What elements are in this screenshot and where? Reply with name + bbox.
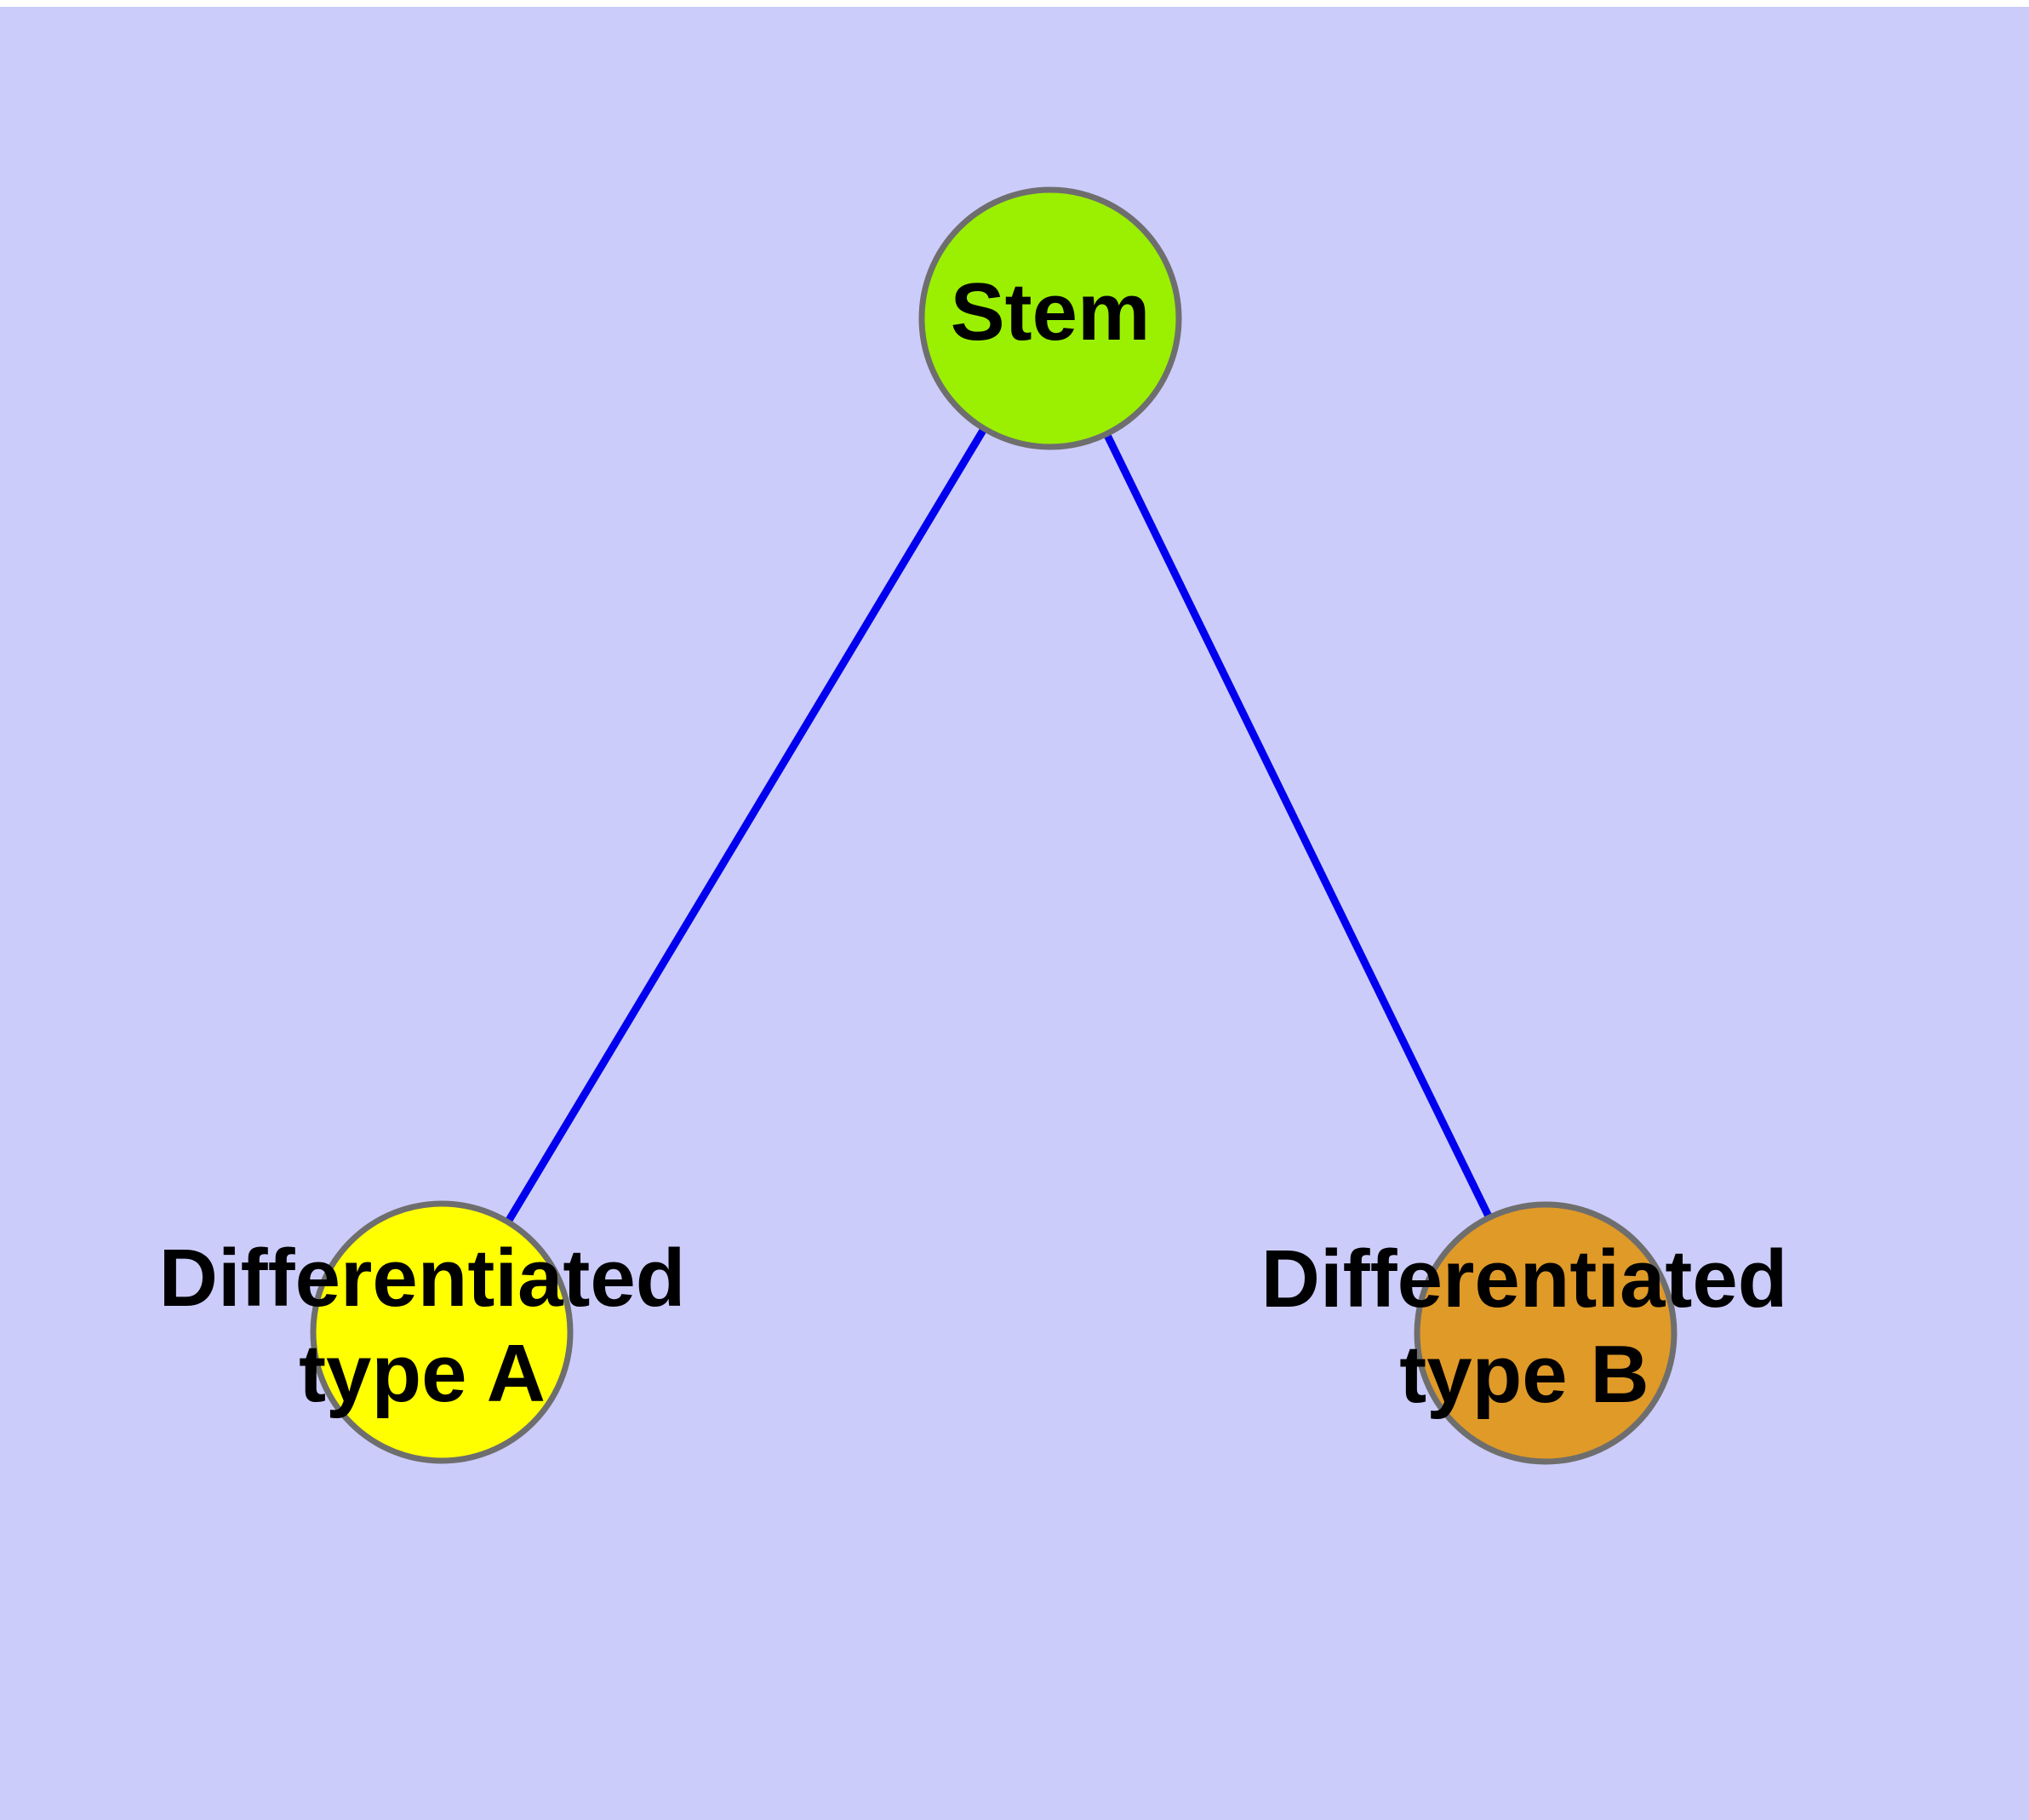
edge-stem-to-diff-a[interactable] — [438, 316, 1054, 1335]
node-label-line: type B — [1399, 1329, 1649, 1420]
node-diff-b[interactable] — [1414, 1201, 1677, 1465]
node-label-line: type A — [299, 1328, 546, 1419]
node-label-line: Stem — [951, 266, 1151, 358]
edges-layer — [438, 316, 1550, 1335]
node-label-stem: Stem — [951, 266, 1151, 358]
edge-stem-to-diff-b[interactable] — [1046, 317, 1550, 1335]
node-label-line: Differentiated — [159, 1233, 686, 1324]
node-stem[interactable] — [918, 186, 1182, 450]
node-label-line: Differentiated — [1261, 1233, 1788, 1325]
nodes-layer — [310, 186, 1677, 1465]
node-diff-a[interactable] — [310, 1200, 574, 1464]
